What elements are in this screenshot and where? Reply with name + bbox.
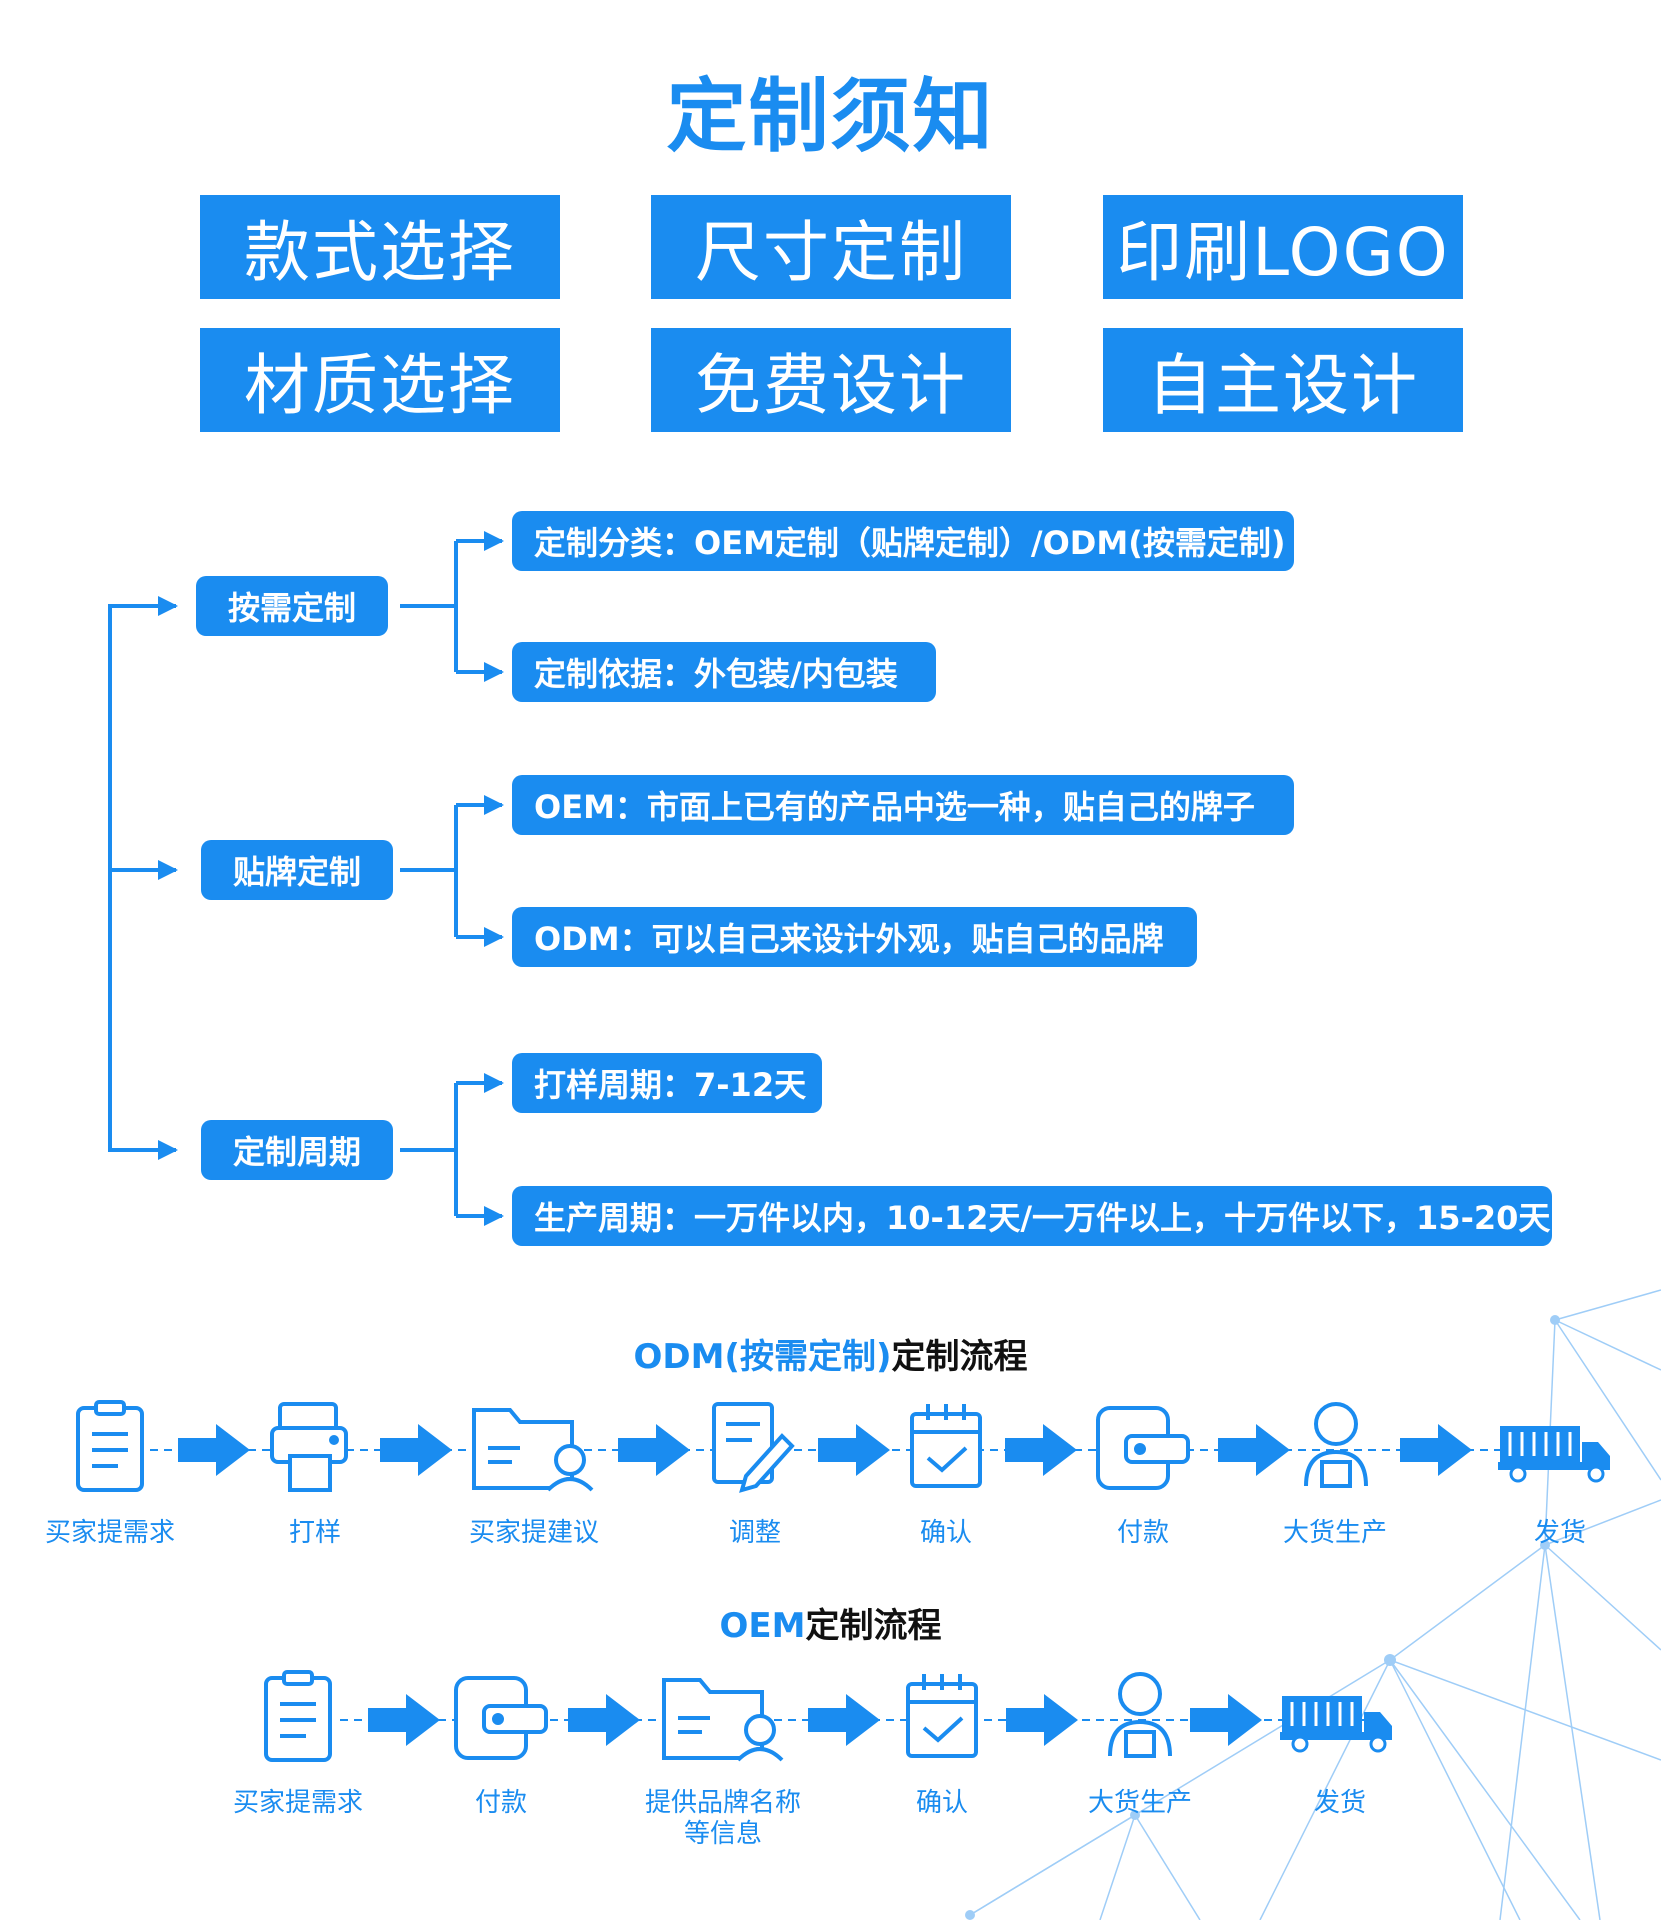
- oem-step-label: 付款: [474, 1788, 527, 1818]
- odm-step-label: 调整: [728, 1518, 781, 1548]
- oem-flow-title-black: 定制流程: [805, 1606, 942, 1646]
- tree-connectors: [108, 531, 504, 1226]
- odm-step-label: 大货生产: [1282, 1518, 1387, 1548]
- clipboard-icon: [264, 1670, 332, 1762]
- printer-icon: [270, 1402, 348, 1492]
- feature-style: 款式选择: [200, 195, 560, 299]
- calendar-check-icon: [906, 1674, 978, 1758]
- worker-icon: [1304, 1402, 1368, 1488]
- calendar-check-icon: [910, 1404, 982, 1488]
- odm-step-label: 付款: [1116, 1518, 1169, 1548]
- detail-oem: OEM：市面上已有的产品中选一种，贴自己的牌子: [512, 775, 1294, 835]
- clipboard-icon: [76, 1400, 144, 1492]
- feature-free-design: 免费设计: [651, 328, 1011, 432]
- oem-flow-title-blue: OEM: [719, 1606, 806, 1646]
- wallet-icon: [1096, 1406, 1190, 1490]
- oem-flow-graphic: [264, 1670, 1392, 1762]
- detail-sample-cycle: 打样周期：7-12天: [512, 1053, 822, 1113]
- detail-basis: 定制依据：外包装/内包装: [512, 642, 936, 702]
- oem-step-label: 买家提需求: [232, 1788, 363, 1818]
- feature-own-design: 自主设计: [1103, 328, 1463, 432]
- odm-flow-graphic: [76, 1400, 1610, 1493]
- folder-user-icon: [472, 1408, 594, 1492]
- oem-step-label: 发货: [1313, 1788, 1366, 1818]
- node-on-demand: 按需定制: [196, 576, 388, 636]
- node-cycle: 定制周期: [201, 1120, 393, 1180]
- truck-icon: [1498, 1426, 1610, 1483]
- feature-logo: 印刷LOGO: [1103, 195, 1463, 299]
- edit-document-icon: [712, 1402, 795, 1493]
- folder-user-icon: [662, 1678, 784, 1762]
- feature-size: 尺寸定制: [651, 195, 1011, 299]
- odm-flow-title-blue: ODM(按需定制): [633, 1337, 892, 1377]
- oem-step-label: 确认: [915, 1788, 968, 1818]
- oem-step-label: 大货生产: [1087, 1788, 1192, 1818]
- page-title: 定制须知: [666, 70, 995, 163]
- node-oem: 贴牌定制: [201, 840, 393, 900]
- truck-icon: [1280, 1696, 1392, 1753]
- odm-flow-title: ODM(按需定制)定制流程: [0, 1329, 1661, 1378]
- odm-step-label: 确认: [919, 1518, 972, 1548]
- odm-step-label: 打样: [288, 1518, 341, 1548]
- oem-step-label-line2: 等信息: [683, 1819, 762, 1849]
- oem-step-label: 提供品牌名称: [644, 1788, 801, 1818]
- wallet-icon: [454, 1676, 548, 1760]
- detail-production-cycle: 生产周期：一万件以内，10-12天/一万件以上，十万件以下，15-20天: [512, 1186, 1552, 1246]
- odm-step-label: 买家提建议: [468, 1518, 599, 1548]
- worker-icon: [1108, 1672, 1172, 1758]
- feature-material: 材质选择: [200, 328, 560, 432]
- detail-odm: ODM：可以自己来设计外观，贴自己的品牌: [512, 907, 1197, 967]
- oem-flow-title: OEM定制流程: [0, 1598, 1661, 1647]
- detail-classification: 定制分类：OEM定制（贴牌定制）/ODM(按需定制): [512, 511, 1294, 571]
- odm-step-label: 发货: [1533, 1518, 1586, 1548]
- odm-step-label: 买家提需求: [44, 1518, 175, 1548]
- odm-flow-title-black: 定制流程: [891, 1337, 1028, 1377]
